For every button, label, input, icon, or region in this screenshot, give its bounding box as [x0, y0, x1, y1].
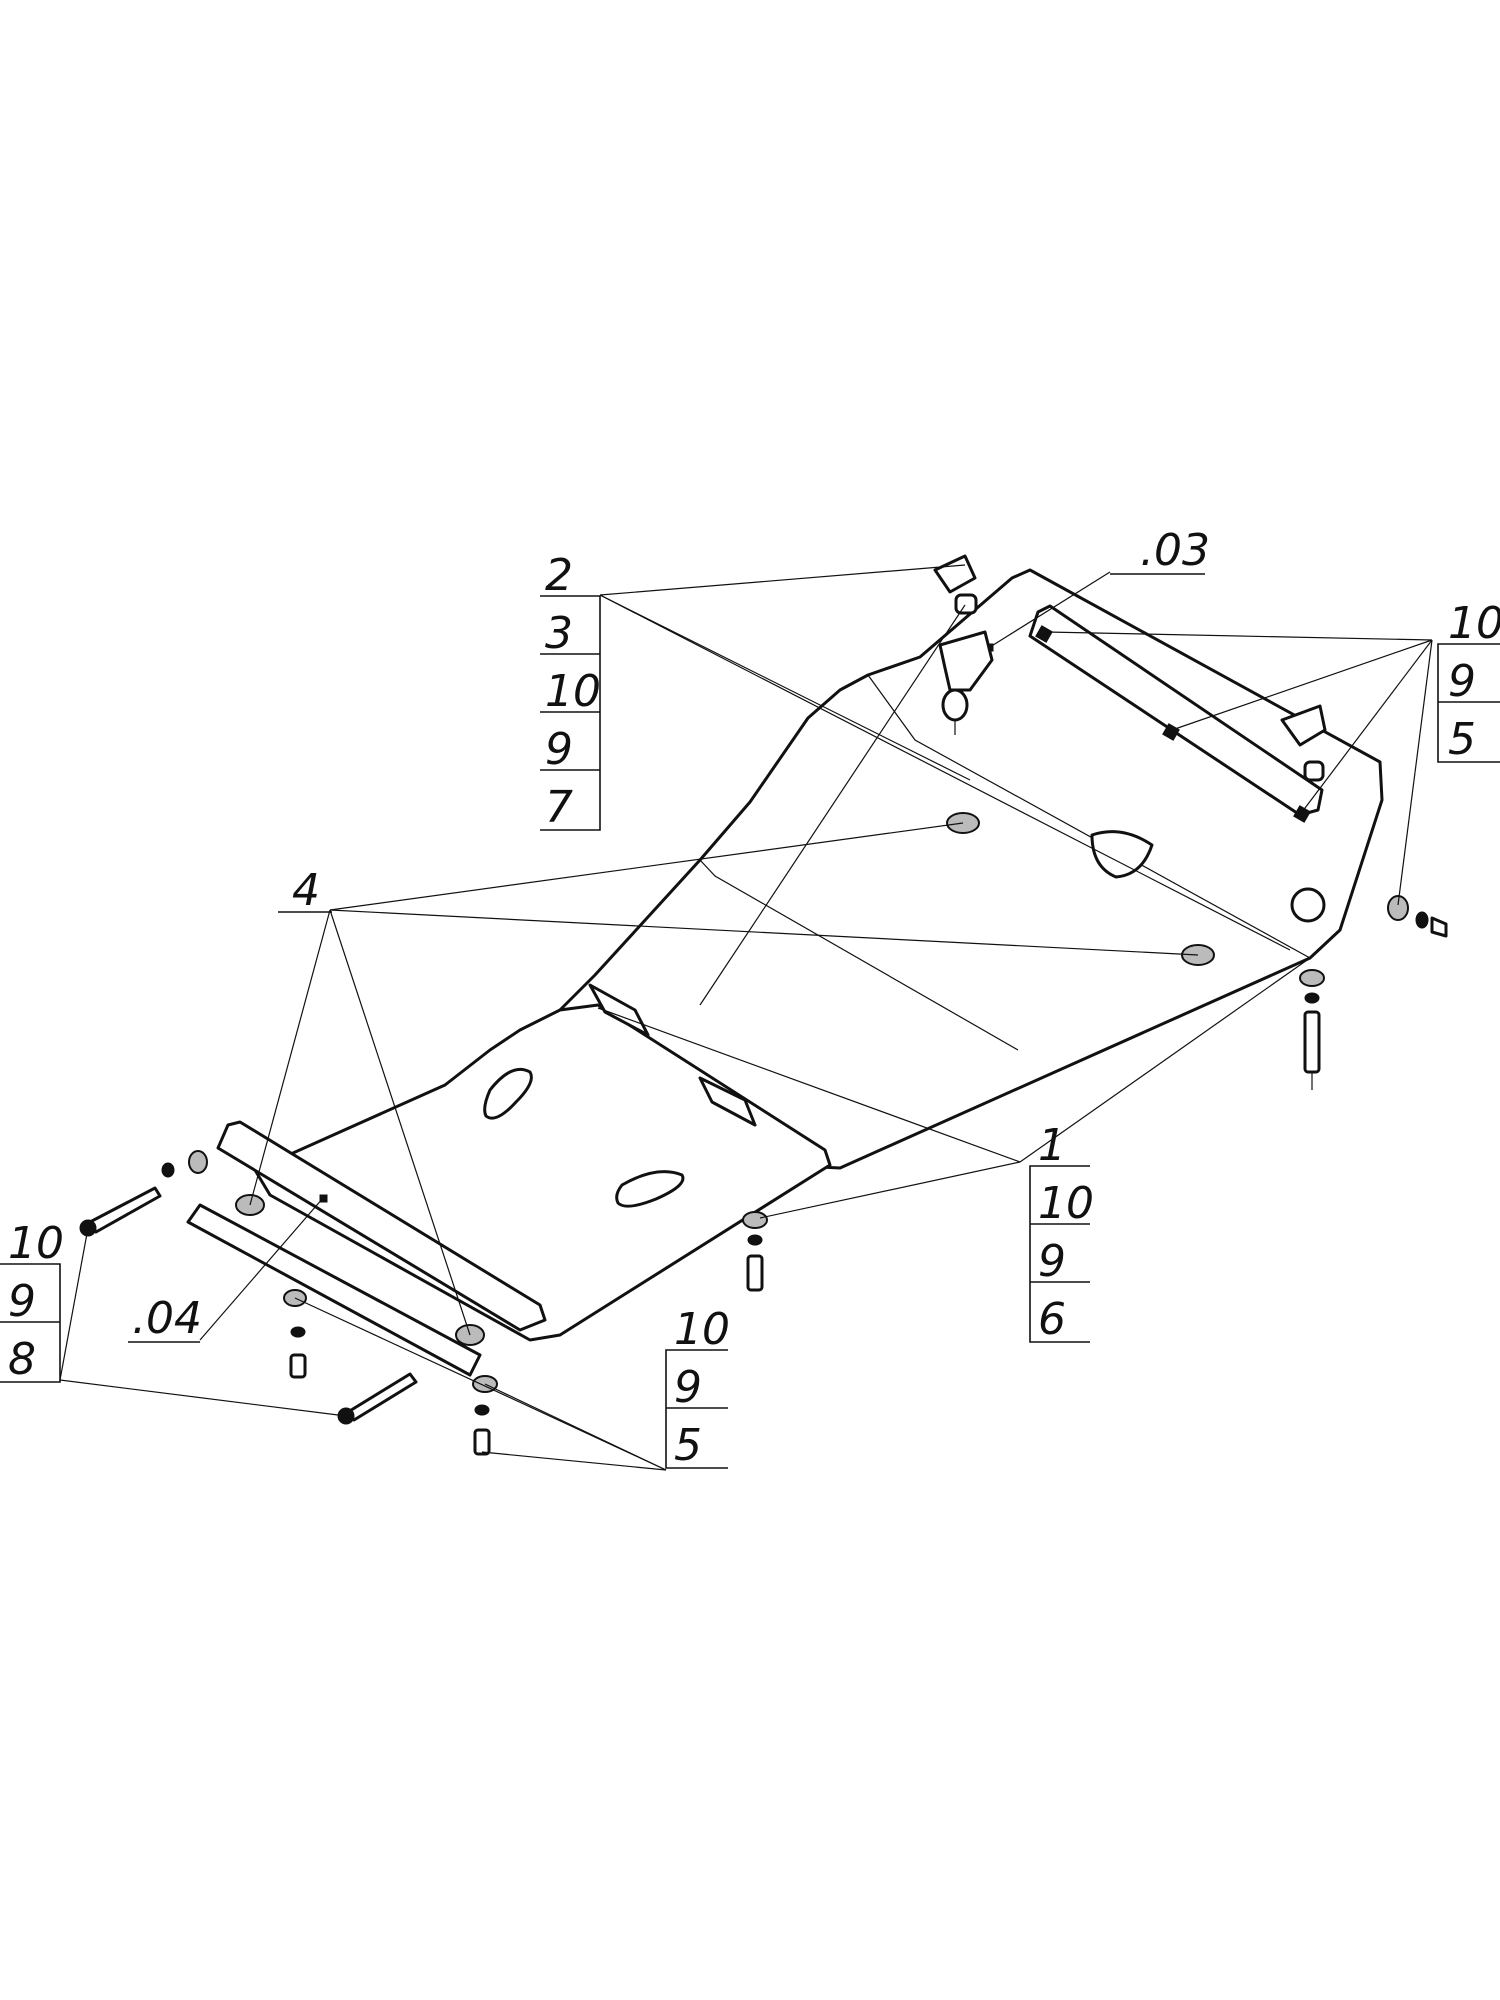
- callout-bottomcenter-2: 9: [674, 1362, 702, 1413]
- callout-topleft-1: 2: [545, 550, 573, 601]
- callout-topright-1: 10: [1448, 598, 1500, 649]
- callout-rightmid-3: 9: [1038, 1236, 1066, 1287]
- bolt-front-center: [473, 1428, 491, 1456]
- washer-front-small-2: [290, 1326, 306, 1338]
- bolt-right-vertical: [1303, 1010, 1321, 1074]
- bolt-8-upper: [88, 1186, 162, 1234]
- washer-center-2: [747, 1234, 763, 1246]
- nut-crossbar-1: [1035, 625, 1053, 643]
- callout-leftbottom-3: 8: [8, 1334, 36, 1385]
- bracket-plate-2: [698, 1076, 757, 1127]
- callout-topleft-2: 3: [545, 608, 573, 659]
- callout-topleft: 2 3 10 9 7: [540, 550, 601, 833]
- spacer-right: [1303, 760, 1325, 782]
- washer-right-2: [1415, 911, 1429, 929]
- bracket-2-top: [933, 554, 977, 594]
- rear-crossbar: [1028, 604, 1324, 817]
- bracket-right: [1280, 704, 1327, 747]
- front-lower-lip: [186, 1203, 482, 1377]
- washer-right-1: [1387, 895, 1409, 921]
- front-crossmember: [216, 1120, 547, 1332]
- heart-cutout: [1090, 830, 1154, 879]
- bolt-front-small: [289, 1353, 307, 1379]
- callout-bottomcenter-1: 10: [674, 1304, 730, 1355]
- nut-crossbar-2: [1162, 723, 1180, 741]
- callout-rightmid-2: 10: [1038, 1178, 1094, 1229]
- washer-right-lower-2: [1304, 992, 1320, 1004]
- callout-code-04: .04: [132, 1293, 202, 1344]
- washer-front-center-2: [474, 1404, 490, 1416]
- skid-plate-fold-line: [867, 674, 1311, 959]
- point-04-marker: [319, 1194, 328, 1203]
- skid-plate: [186, 568, 1384, 1377]
- bracket-top-mount: [938, 630, 994, 692]
- leader-lines: [59, 564, 1433, 1471]
- oval-slot-2: [615, 1170, 685, 1208]
- callout-code-03: .03: [1140, 525, 1210, 576]
- hardware: [79, 554, 1448, 1456]
- callout-bottomcenter: 10 9 5: [665, 1304, 730, 1471]
- callout-topleft-5: 7: [545, 782, 573, 833]
- bolt-8-lower: [346, 1372, 418, 1422]
- washer-center: [742, 1211, 768, 1229]
- callout-topleft-3: 10: [545, 666, 601, 717]
- nut-right: [1430, 916, 1448, 938]
- callout-leftbottom: 10 9 8: [0, 1218, 64, 1385]
- bracket-plate-1: [588, 983, 650, 1037]
- callout-leftbottom-1: 10: [8, 1218, 64, 1269]
- washer-front-left-2: [188, 1150, 208, 1174]
- callout-rightmid-4: 6: [1038, 1294, 1066, 1345]
- oval-slot-1: [483, 1067, 533, 1120]
- callout-topright-2: 9: [1448, 656, 1476, 707]
- callout-leftbottom-2: 9: [8, 1276, 36, 1327]
- callout-topright-3: 5: [1448, 714, 1476, 765]
- mount-eye: [941, 688, 969, 722]
- spacer-3-top: [954, 593, 978, 615]
- callout-rightmid-1: 1: [1038, 1120, 1066, 1171]
- washer-right-lower: [1299, 969, 1325, 987]
- callout-four: 4: [292, 865, 320, 916]
- bolt-center-vertical: [746, 1254, 764, 1292]
- callout-topleft-4: 9: [545, 724, 573, 775]
- callout-bottomcenter-3: 5: [674, 1420, 702, 1471]
- skid-plate-fold-line-2: [699, 859, 1019, 1051]
- round-hole: [1290, 887, 1326, 923]
- callout-topright: 10 9 5: [1437, 598, 1500, 765]
- washer-front-left-1: [161, 1162, 175, 1178]
- callout-rightmid: 1 10 9 6: [1029, 1120, 1094, 1345]
